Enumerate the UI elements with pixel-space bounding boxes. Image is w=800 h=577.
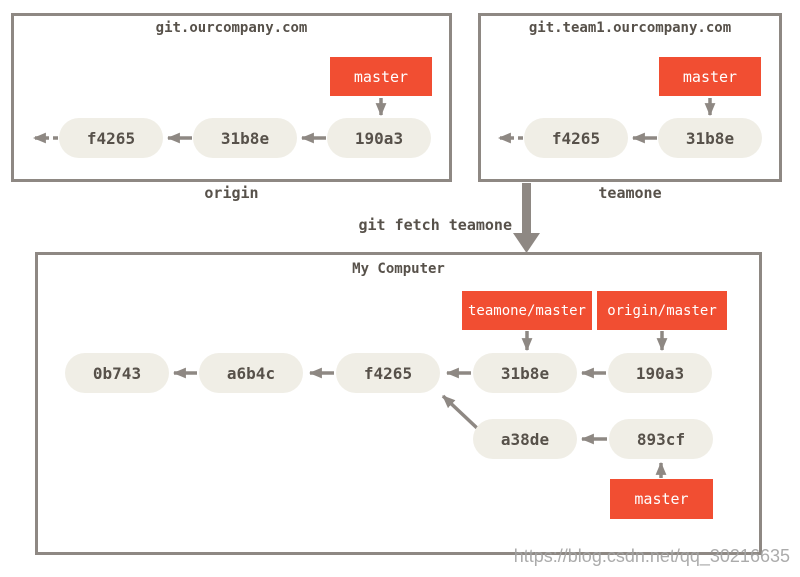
local-commit-a38de: a38de — [473, 419, 577, 459]
teamone-master-branch-label: master — [659, 57, 761, 96]
teamone-commit-f4265: f4265 — [524, 118, 628, 158]
blog-watermark-url: https://blog.csdn.net/qq_30216635 — [513, 546, 790, 566]
local-commit-190a3: 190a3 — [608, 353, 712, 393]
origin-commit-f4265: f4265 — [59, 118, 163, 158]
teamone-master-remote-ref: teamone/master — [462, 291, 592, 330]
remote-origin-title: git.ourcompany.com — [155, 20, 308, 36]
local-commit-893cf: 893cf — [609, 419, 713, 459]
remote-teamone-box — [478, 13, 782, 182]
git-fetch-command-text: git fetch teamone — [358, 216, 512, 234]
local-commit-f4265: f4265 — [336, 353, 440, 393]
local-computer-title: My Computer — [352, 261, 445, 277]
origin-commit-31b8e: 31b8e — [193, 118, 297, 158]
remote-teamone-name: teamone — [598, 184, 662, 202]
remote-origin-box — [11, 13, 452, 182]
local-commit-a6b4c: a6b4c — [199, 353, 303, 393]
remote-origin-name: origin — [204, 184, 259, 202]
local-commit-0b743: 0b743 — [65, 353, 169, 393]
origin-commit-190a3: 190a3 — [327, 118, 431, 158]
remote-teamone-title: git.team1.ourcompany.com — [528, 20, 732, 36]
origin-master-remote-ref: origin/master — [597, 291, 727, 330]
local-master-branch-label: master — [610, 479, 713, 519]
local-computer-box — [35, 252, 762, 555]
local-commit-31b8e: 31b8e — [473, 353, 577, 393]
origin-master-branch-label: master — [330, 57, 432, 96]
fetch-arrow-head — [513, 233, 540, 253]
teamone-commit-31b8e: 31b8e — [658, 118, 762, 158]
